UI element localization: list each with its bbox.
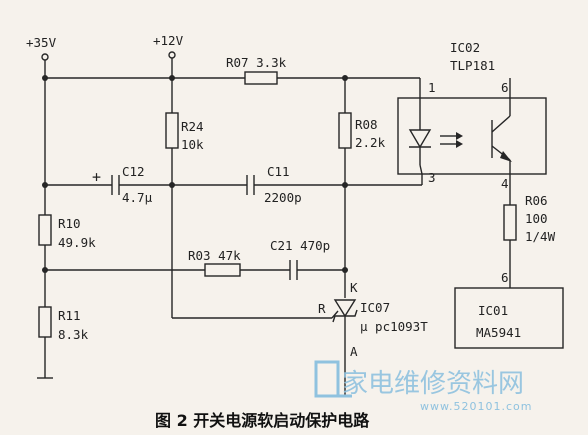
label-pin1: 1 bbox=[428, 80, 436, 95]
watermark: 家电维修资料网 www.520101.com bbox=[314, 360, 532, 413]
regulator-ic07 bbox=[331, 299, 358, 330]
label-ic02: IC02 bbox=[450, 40, 480, 55]
label-pin6-bottom: 6 bbox=[501, 270, 509, 285]
label-r10-value: 49.9k bbox=[58, 235, 96, 250]
label-r11: R11 bbox=[58, 308, 81, 323]
label-ic07: IC07 bbox=[360, 300, 390, 315]
label-tlp181: TLP181 bbox=[450, 58, 495, 73]
terminal-12v bbox=[168, 51, 176, 59]
label-ic01-part: MA5941 bbox=[476, 325, 521, 340]
watermark-text: 家电维修资料网 bbox=[342, 369, 524, 399]
label-r: R bbox=[318, 301, 326, 316]
resistor-r24 bbox=[165, 112, 179, 149]
resistor-r10 bbox=[38, 214, 52, 246]
capacitor-c12 bbox=[111, 175, 120, 195]
label-c12: C12 bbox=[122, 164, 145, 179]
label-c21: C21 470p bbox=[270, 238, 330, 253]
label-r07: R07 3.3k bbox=[226, 55, 287, 70]
label-pin6-top: 6 bbox=[501, 80, 509, 95]
label-c12-value: 4.7µ bbox=[122, 190, 153, 205]
label-r11-value: 8.3k bbox=[58, 327, 89, 342]
label-pin3: 3 bbox=[428, 170, 436, 185]
terminal-35v bbox=[41, 53, 49, 61]
label-r08-value: 2.2k bbox=[355, 135, 386, 150]
label-k: K bbox=[350, 280, 358, 295]
label-pin4: 4 bbox=[501, 176, 509, 191]
label-r24: R24 bbox=[181, 119, 204, 134]
label-r03: R03 47k bbox=[188, 248, 241, 263]
optocoupler-ic02 bbox=[397, 97, 547, 175]
resistor-r07 bbox=[244, 71, 278, 85]
resistor-r08 bbox=[338, 112, 352, 149]
figure-caption: 图 2 开关电源软启动保护电路 bbox=[155, 411, 370, 430]
watermark-logo-icon bbox=[314, 360, 340, 398]
label-12v: +12V bbox=[153, 33, 184, 48]
label-r06: R06 bbox=[525, 193, 548, 208]
label-r06-rating: 1/4W bbox=[525, 229, 556, 244]
junctions bbox=[42, 75, 348, 273]
label-ic07-part: µ pc1093T bbox=[360, 319, 428, 334]
resistor-r11 bbox=[38, 306, 52, 338]
label-ic01: IC01 bbox=[478, 303, 508, 318]
label-35v: +35V bbox=[26, 35, 57, 50]
watermark-url: www.520101.com bbox=[420, 400, 532, 413]
capacitor-c11 bbox=[246, 175, 255, 195]
label-a: A bbox=[350, 344, 358, 359]
ic01-box bbox=[454, 287, 564, 349]
label-r10: R10 bbox=[58, 216, 81, 231]
label-r08: R08 bbox=[355, 117, 378, 132]
resistor-r03 bbox=[204, 263, 241, 277]
label-r06-value: 100 bbox=[525, 211, 548, 226]
label-r24-value: 10k bbox=[181, 137, 204, 152]
capacitor-c21 bbox=[289, 260, 298, 280]
label-c12-plus: + bbox=[92, 168, 101, 186]
label-c11-value: 2200p bbox=[264, 190, 302, 205]
label-c11: C11 bbox=[267, 164, 290, 179]
resistor-r06 bbox=[503, 204, 517, 241]
